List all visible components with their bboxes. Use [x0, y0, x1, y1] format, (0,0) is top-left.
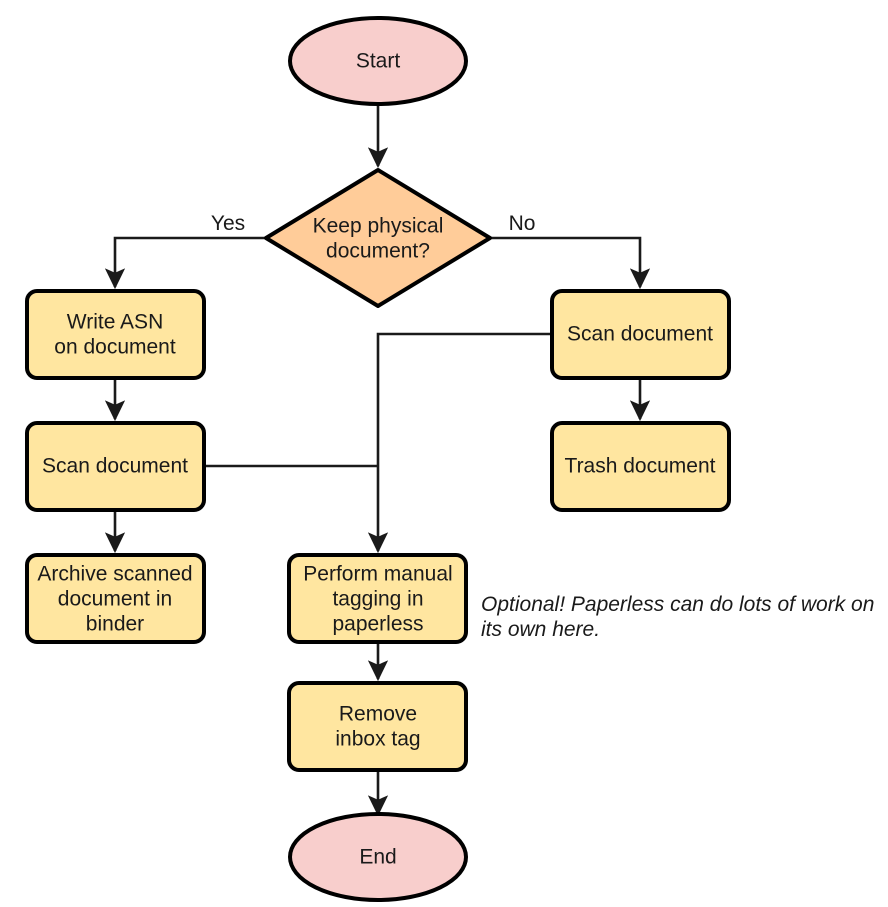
decision-label-line1: Keep physical: [313, 215, 444, 238]
tagging-label-line2: tagging in: [332, 588, 423, 611]
node-decision-keep-physical-document[interactable]: Keep physical document?: [264, 168, 492, 308]
start-ellipse: [288, 16, 468, 106]
trash-document-box: [550, 421, 731, 512]
remove-inbox-label-line2: inbox tag: [335, 728, 420, 751]
archive-label-line1: Archive scanned: [37, 563, 192, 586]
decision-label-line2: document?: [326, 240, 430, 263]
edge-label-no: No: [509, 212, 536, 235]
tagging-box: [287, 553, 468, 644]
node-scan-document-left[interactable]: Scan document: [25, 421, 206, 512]
node-remove-inbox-tag[interactable]: Remove inbox tag: [287, 681, 468, 772]
archive-label-line2: document in: [58, 588, 172, 611]
annotation-line1: Optional! Paperless can do lots of work …: [481, 593, 874, 616]
scan-document-right-label: Scan document: [567, 323, 713, 346]
remove-inbox-tag-box: [287, 681, 468, 772]
node-trash-document[interactable]: Trash document: [550, 421, 731, 512]
scan-document-right-box: [550, 289, 731, 380]
scan-document-left-label: Scan document: [42, 455, 188, 478]
node-end[interactable]: End: [288, 812, 468, 902]
archive-label-line3: binder: [86, 613, 144, 636]
archive-box: [25, 553, 206, 644]
decision-diamond: [264, 168, 492, 308]
trash-document-label: Trash document: [565, 455, 716, 478]
scan-document-left-box: [25, 421, 206, 512]
end-ellipse: [288, 812, 468, 902]
node-scan-document-right[interactable]: Scan document: [550, 289, 731, 380]
node-archive-scanned-document[interactable]: Archive scanned document in binder: [25, 553, 206, 644]
edge-decision-no-to-scan-right: [490, 236, 651, 290]
node-perform-manual-tagging[interactable]: Perform manual tagging in paperless: [287, 553, 468, 644]
tagging-label-line3: paperless: [332, 613, 423, 636]
remove-inbox-label-line1: Remove: [339, 703, 417, 726]
edge-scan-right-to-tagging: [367, 332, 552, 554]
end-label: End: [359, 846, 396, 869]
tagging-label-line1: Perform manual: [303, 563, 452, 586]
node-write-asn-on-document[interactable]: Write ASN on document: [25, 289, 206, 380]
edge-decision-yes-to-write-asn: [104, 236, 265, 290]
write-asn-label-line2: on document: [54, 336, 176, 359]
write-asn-label-line1: Write ASN: [67, 311, 163, 334]
start-label: Start: [356, 50, 401, 73]
node-start[interactable]: Start: [288, 16, 468, 106]
edge-label-yes: Yes: [211, 212, 245, 235]
annotation-line2: its own here.: [481, 618, 600, 641]
write-asn-box: [25, 289, 206, 380]
